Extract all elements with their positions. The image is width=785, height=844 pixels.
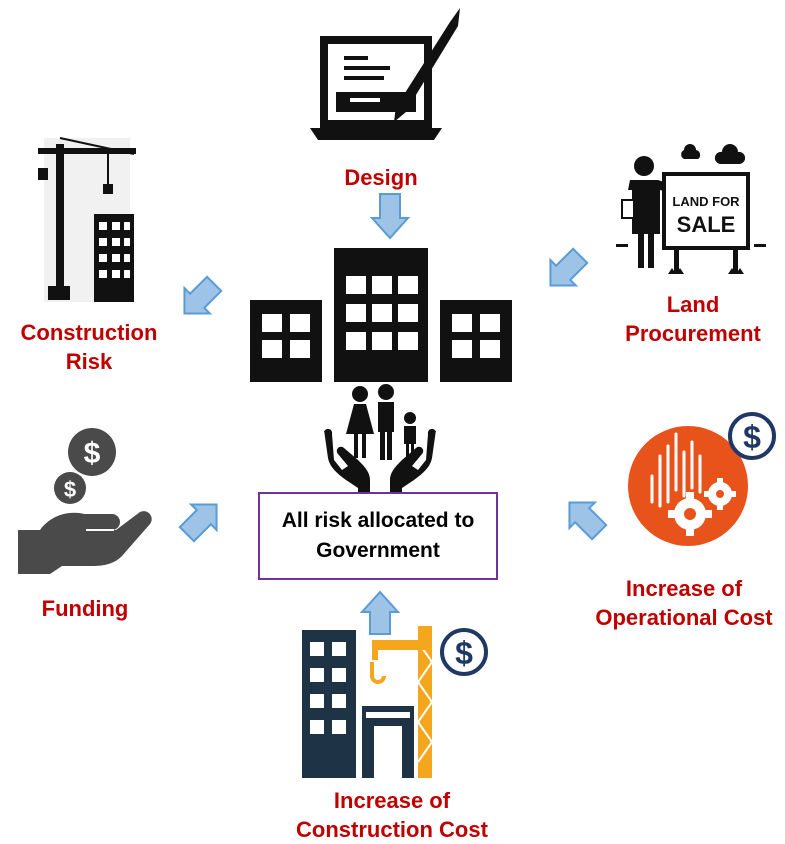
tower-crane-icon [38,137,136,302]
arrow-from-design [369,193,411,240]
arrow-from-construction-cost [359,590,401,635]
arrow-from-operational-cost [568,501,608,541]
svg-text:$: $ [455,635,473,671]
laptop-pen-icon [310,8,460,140]
arrow-from-construction-risk [183,275,223,315]
land-for-sale-icon: LAND FOR SALE [616,144,766,274]
construction-cost-label: Increase of Construction Cost [296,788,488,842]
svg-text:SALE: SALE [677,212,736,237]
arrow-from-land-procurement [549,247,589,287]
svg-text:$: $ [84,437,101,470]
central-risk-text: All risk allocated to Government [281,509,475,562]
design-label: Design [344,165,418,190]
funding-label: Funding [41,596,129,621]
gears-chart-dollar-icon: $ [628,412,776,546]
arrow-from-funding [178,503,218,543]
svg-text:$: $ [743,419,761,455]
construction-risk-label: Construction Risk [20,320,158,374]
operational-cost-label: Increase of Operational Cost [595,576,773,630]
hand-coins-icon: $ $ [18,428,152,574]
svg-text:$: $ [64,477,76,502]
building-crane-dollar-icon: $ [302,626,488,778]
land-procurement-label: Land Procurement [625,292,761,346]
svg-text:LAND FOR: LAND FOR [672,194,740,209]
family-hands-icon [324,384,436,502]
buildings-icon [250,248,512,382]
central-risk-box: All risk allocated to Government [258,492,498,580]
